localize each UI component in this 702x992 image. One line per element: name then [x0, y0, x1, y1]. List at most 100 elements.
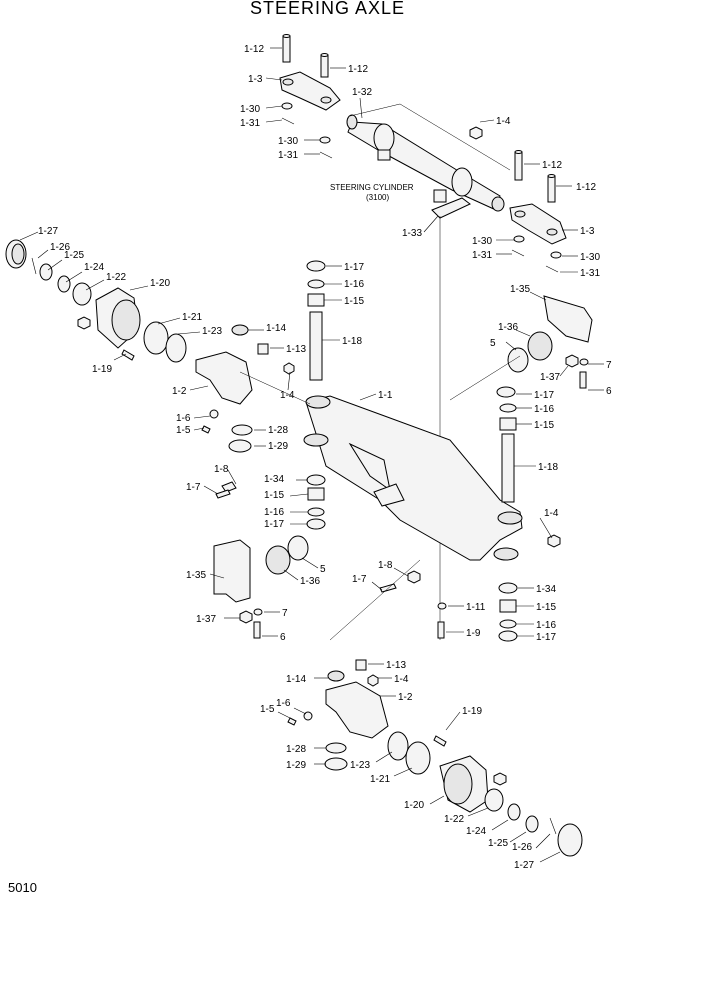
- callout-1-35: 1-35: [510, 284, 530, 295]
- callout-1-30: 1-30: [472, 236, 492, 247]
- bushing-1-13-left: [257, 343, 269, 355]
- callout-1-13: 1-13: [386, 660, 406, 671]
- callout-1-30: 1-30: [278, 136, 298, 147]
- axle-body-group: [213, 260, 593, 642]
- callout-1-37: 1-37: [196, 614, 216, 625]
- callout-1-27: 1-27: [38, 226, 58, 237]
- nipple-1-4-top: [469, 126, 483, 140]
- pin-1-12-left-upper: [282, 35, 291, 63]
- callout-1-31: 1-31: [472, 250, 492, 261]
- callout-1-3: 1-3: [248, 74, 263, 85]
- bearing-1-22-left: [72, 282, 92, 306]
- washer-1-24-left: [57, 275, 71, 293]
- callout-1-28: 1-28: [286, 744, 306, 755]
- callout-1-22: 1-22: [106, 272, 126, 283]
- callout-1-14: 1-14: [286, 674, 306, 685]
- callout-1-19: 1-19: [92, 364, 112, 375]
- callout-1-25: 1-25: [64, 250, 84, 261]
- kingpin-1-18-right: [501, 433, 515, 503]
- callout-1-27: 1-27: [514, 860, 534, 871]
- callout-1-22: 1-22: [444, 814, 464, 825]
- page-number: 5010: [8, 880, 37, 895]
- callout-1-7: 1-7: [186, 482, 201, 493]
- callout-1-33: 1-33: [402, 228, 422, 239]
- callout-1-31: 1-31: [240, 118, 260, 129]
- callout-1-31: 1-31: [278, 150, 298, 161]
- callout-1-21: 1-21: [182, 312, 202, 323]
- kingpin-cap-1-14-left: [231, 324, 249, 336]
- callout-1-26: 1-26: [512, 842, 532, 853]
- callout-1-19: 1-19: [462, 706, 482, 717]
- callout-1-24: 1-24: [84, 262, 104, 273]
- callout-1-1: 1-1: [378, 390, 393, 401]
- callout-1-12: 1-12: [244, 44, 264, 55]
- steering-cylinder-group: [279, 34, 567, 640]
- bearing-1-21-left: [143, 321, 169, 355]
- callout-1-21: 1-21: [370, 774, 390, 785]
- washer-1-30-a: [281, 102, 293, 110]
- callout-6: 6: [280, 632, 286, 643]
- callout-labels: 1-12 1-12 1-3 1-30 1-31 1-32 1-4 1-30 1-31 1-12 1-…: [38, 44, 612, 871]
- callout-1-12: 1-12: [348, 64, 368, 75]
- callout-1-5: 1-5: [260, 704, 275, 715]
- callout-1-34: 1-34: [264, 474, 284, 485]
- callout-1-13: 1-13: [286, 344, 306, 355]
- callout-1-26: 1-26: [50, 242, 70, 253]
- callout-1-17: 1-17: [344, 262, 364, 273]
- cylinder-caption-line1: STEERING CYLINDER: [330, 183, 414, 192]
- callout-1-4: 1-4: [280, 390, 295, 401]
- callout-1-15: 1-15: [536, 602, 556, 613]
- callout-1-20: 1-20: [404, 800, 424, 811]
- page-title: STEERING AXLE: [250, 0, 406, 18]
- callout-1-36: 1-36: [300, 576, 320, 587]
- bearing-1-21-right: [405, 741, 431, 775]
- callout-1-5: 1-5: [176, 425, 191, 436]
- callout-1-12: 1-12: [576, 182, 596, 193]
- callout-1-20: 1-20: [150, 278, 170, 289]
- shim-1-28-left: [231, 424, 253, 436]
- callout-1-31: 1-31: [580, 268, 600, 279]
- knuckle-1-2-right: [325, 681, 389, 739]
- seal-1-23-left: [165, 333, 187, 363]
- callout-1-2: 1-2: [172, 386, 187, 397]
- shim-1-29-left: [228, 439, 252, 453]
- callout-1-25: 1-25: [488, 838, 508, 849]
- callout-1-8: 1-8: [214, 464, 229, 475]
- callout-1-4: 1-4: [544, 508, 559, 519]
- seal-1-23-right: [387, 731, 409, 761]
- callout-5: 5: [320, 564, 326, 575]
- callout-1-24: 1-24: [466, 826, 486, 837]
- callout-1-15: 1-15: [264, 490, 284, 501]
- callout-1-11: 1-11: [466, 602, 486, 613]
- callout-5: 5: [490, 338, 496, 349]
- nut-1-25-left: [39, 263, 53, 281]
- callout-1-16: 1-16: [344, 279, 364, 290]
- bolt-1-19-left: [121, 349, 135, 361]
- callout-1-35: 1-35: [186, 570, 206, 581]
- callout-1-8: 1-8: [378, 560, 393, 571]
- pin-1-12-right-upper: [320, 54, 329, 78]
- washer-1-30-b: [319, 136, 331, 144]
- cap-1-27-right: [557, 823, 583, 857]
- callout-1-7: 1-7: [352, 574, 367, 585]
- callout-1-32: 1-32: [352, 87, 372, 98]
- support-1-35-right: [543, 295, 593, 343]
- kingpin-1-18-left: [309, 311, 323, 381]
- callout-1-18: 1-18: [342, 336, 362, 347]
- callout-1-30: 1-30: [240, 104, 260, 115]
- pin-1-12-right-b: [547, 175, 556, 203]
- callout-1-18: 1-18: [538, 462, 558, 473]
- callout-1-23: 1-23: [350, 760, 370, 771]
- callout-1-37: 1-37: [540, 372, 560, 383]
- callout-1-15: 1-15: [344, 296, 364, 307]
- callout-6: 6: [606, 386, 612, 397]
- callout-1-34: 1-34: [536, 584, 556, 595]
- callout-1-17: 1-17: [534, 390, 554, 401]
- callout-1-17: 1-17: [264, 519, 284, 530]
- callout-1-16: 1-16: [536, 620, 556, 631]
- callout-1-15: 1-15: [534, 420, 554, 431]
- callout-1-9: 1-9: [466, 628, 481, 639]
- callout-7: 7: [606, 360, 612, 371]
- callout-1-30: 1-30: [580, 252, 600, 263]
